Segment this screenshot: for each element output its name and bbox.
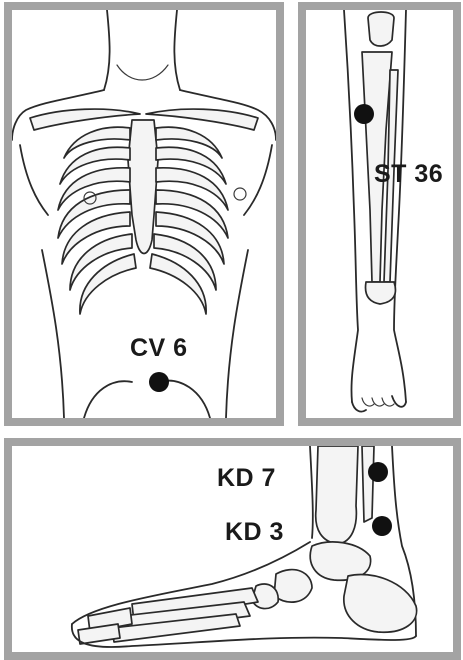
st36-point-layer: [306, 10, 453, 418]
st36-label: ST 36: [374, 160, 443, 189]
kd3-point: [372, 516, 392, 536]
cv6-point: [149, 372, 169, 392]
leg-panel: ST 36: [298, 2, 461, 426]
torso-panel: CV 6: [4, 2, 284, 426]
foot-points-layer: [12, 446, 453, 652]
st36-point: [354, 104, 374, 124]
kd7-point: [368, 462, 388, 482]
foot-panel: KD 7 KD 3: [4, 438, 461, 660]
cv6-point-layer: [12, 10, 276, 418]
